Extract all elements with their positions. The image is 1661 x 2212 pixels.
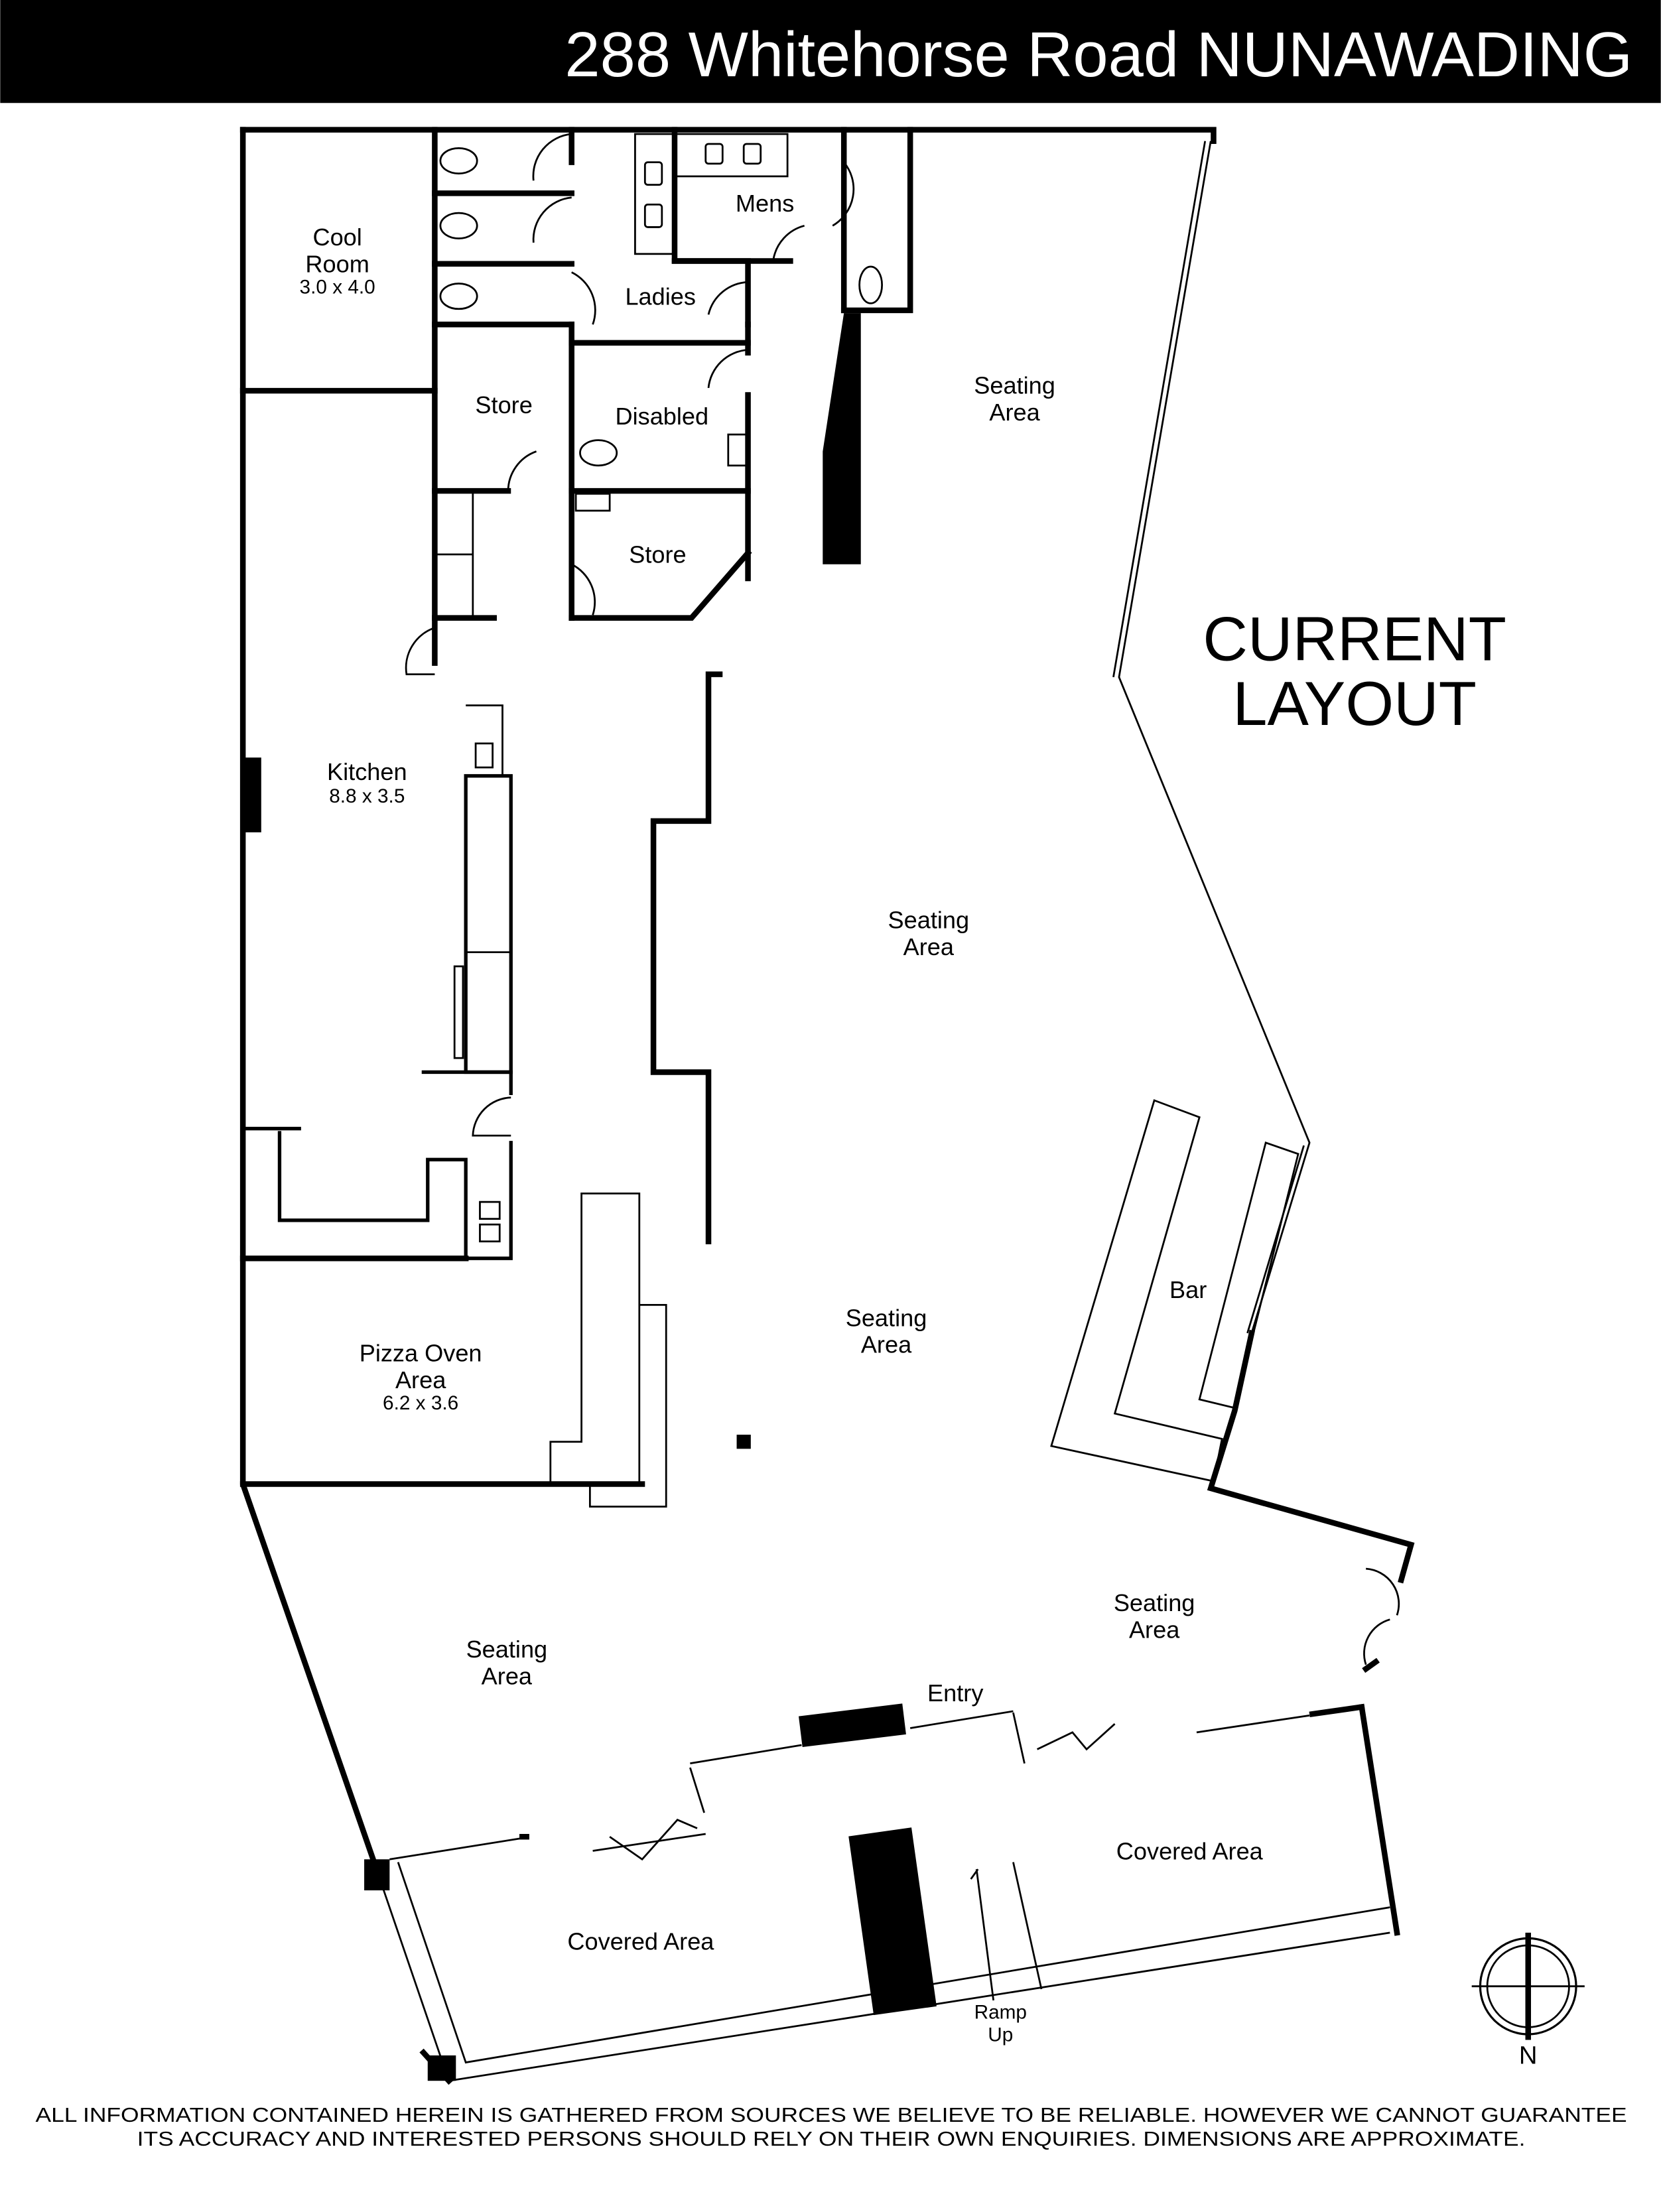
- pizza-oven-label-2: Area: [395, 1366, 446, 1394]
- disclaimer-line2: ITS ACCURACY AND INTERESTED PERSONS SHOU…: [137, 2127, 1526, 2150]
- entry-label: Entry: [927, 1679, 983, 1707]
- seating-area-label: Area: [482, 1663, 533, 1690]
- ramp-label: Ramp: [974, 2002, 1027, 2024]
- cool-room-label-2: Room: [305, 250, 369, 277]
- ladies-label: Ladies: [625, 283, 696, 310]
- seating-area-label: Seating: [466, 1636, 548, 1663]
- seating-area-label: Seating: [1114, 1589, 1195, 1616]
- seating-area-label: Seating: [846, 1304, 927, 1331]
- ramp-label-2: Up: [988, 2024, 1013, 2046]
- seating-area-label: Area: [1129, 1616, 1180, 1643]
- store-label: Store: [475, 391, 532, 419]
- mens-label: Mens: [736, 190, 794, 217]
- compass-north-label: N: [1519, 2042, 1538, 2070]
- disclaimer-line1: ALL INFORMATION CONTAINED HEREIN IS GATH…: [35, 2103, 1627, 2126]
- plan-title-line2: LAYOUT: [1232, 669, 1476, 738]
- store-label-2: Store: [629, 541, 686, 568]
- seating-area-label: Seating: [888, 907, 970, 934]
- pizza-oven-dims: 6.2 x 3.6: [383, 1392, 458, 1414]
- pizza-oven-label: Pizza Oven: [360, 1339, 482, 1366]
- plan-title-line1: CURRENT: [1203, 604, 1506, 673]
- header-bar: [0, 0, 1661, 103]
- covered-area-label: Covered Area: [567, 1927, 714, 1955]
- cool-room-label: Cool: [312, 224, 362, 251]
- seating-area-label: Area: [903, 933, 955, 960]
- disabled-label: Disabled: [616, 403, 709, 430]
- bar-label: Bar: [1169, 1276, 1207, 1303]
- seating-area-label: Area: [861, 1331, 912, 1358]
- seating-area-label: Area: [989, 399, 1040, 426]
- walls: [239, 127, 1415, 2085]
- room-labels: Cool Room 3.0 x 4.0 Mens Ladies Store Di…: [300, 190, 1264, 2046]
- kitchen-label: Kitchen: [327, 758, 407, 785]
- covered-area-label: Covered Area: [1116, 1837, 1264, 1864]
- north-compass-icon: N: [1471, 1932, 1585, 2070]
- seating-area-label: Seating: [974, 371, 1055, 399]
- cool-room-dims: 3.0 x 4.0: [300, 276, 375, 298]
- header-title: 288 Whitehorse Road NUNAWADING: [565, 19, 1632, 90]
- kitchen-dims: 8.8 x 3.5: [329, 785, 405, 807]
